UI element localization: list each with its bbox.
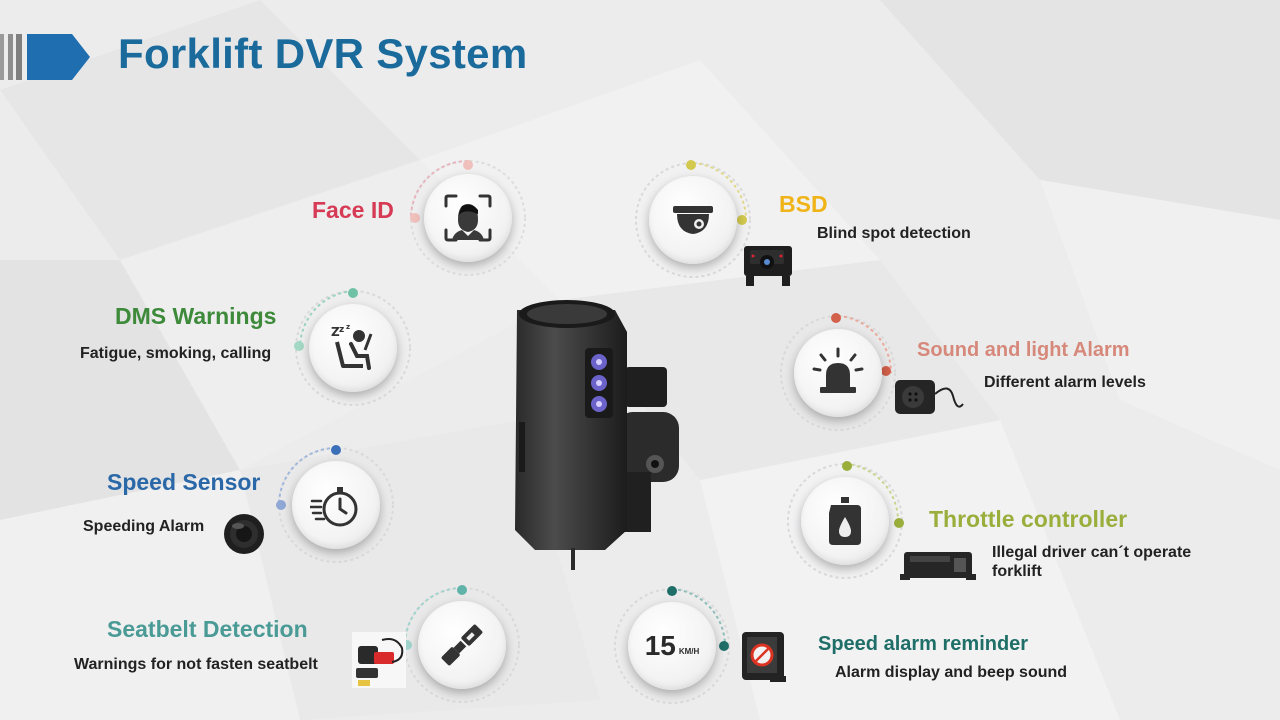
speed-alarm-reminder-label: Speed alarm reminder (818, 633, 1029, 655)
svg-text:Z: Z (331, 325, 340, 339)
alarm-light-icon (794, 329, 882, 417)
throttle-controller-product-image (900, 552, 976, 580)
bsd-node (633, 160, 753, 280)
dms-warnings-desc: Fatigue, smoking, calling (80, 345, 272, 362)
progress-ring (780, 313, 896, 431)
progress-ring (294, 288, 411, 406)
seatbelt-detection-desc: Warnings for not fasten seatbelt (74, 656, 318, 673)
sound-light-alarm-node (778, 313, 898, 433)
throttle-controller-node (785, 461, 905, 581)
speed-display-product-image (742, 632, 786, 682)
progress-ring (276, 445, 394, 563)
seatbelt-buckle-icon (418, 601, 506, 689)
seatbelt-detection-label: Seatbelt Detection (107, 616, 308, 642)
speed-display-unit: KM/H (678, 646, 700, 656)
dms-camera-device-image (515, 300, 679, 570)
progress-ring (410, 160, 526, 276)
dome-camera-icon (649, 176, 737, 264)
svg-text:z: z (339, 325, 344, 335)
speed-display-value: 15 (644, 630, 676, 661)
speed-display-icon: 15 KM/H (628, 602, 716, 690)
speed-alarm-reminder-desc: Alarm display and beep sound (835, 664, 1068, 681)
speed-sensor-node (276, 445, 396, 565)
sound-light-alarm-desc: Different alarm levels (984, 374, 1146, 391)
sound-light-alarm-label: Sound and light Alarm (917, 339, 1130, 361)
svg-text:z: z (346, 323, 350, 331)
throttle-controller-label: Throttle controller (929, 506, 1128, 532)
dms-warnings-node: Z z z (293, 288, 413, 408)
progress-ring (635, 160, 751, 278)
stopwatch-icon (292, 461, 380, 549)
speed-sensor-desc: Speeding Alarm (83, 518, 205, 535)
alarm-speaker-product-image (895, 380, 964, 414)
seatbelt-detection-node (402, 585, 522, 705)
face-scan-icon (424, 174, 512, 262)
fuel-can-icon (801, 477, 889, 565)
bsd-label: BSD (779, 191, 828, 217)
progress-ring (614, 586, 730, 704)
progress-ring (787, 461, 904, 579)
face-id-label: Face ID (312, 197, 394, 223)
seatbelt-product-image (352, 632, 406, 688)
bsd-camera-product-image (744, 246, 792, 286)
bsd-desc: Blind spot detection (817, 225, 971, 242)
throttle-controller-desc-line2: forklift (992, 563, 1042, 580)
face-id-node (408, 158, 528, 278)
dms-warnings-label: DMS Warnings (115, 303, 277, 329)
speed-sensor-label: Speed Sensor (107, 469, 261, 495)
header-bars-icon (0, 34, 90, 80)
throttle-controller-desc-line1: Illegal driver can´t operate (992, 544, 1192, 561)
page-title: Forklift DVR System (118, 30, 528, 77)
speed-sensor-product-image (224, 514, 264, 554)
speed-alarm-reminder-node: 15 KM/H (612, 586, 732, 706)
sleeping-driver-icon: Z z z (309, 304, 397, 392)
